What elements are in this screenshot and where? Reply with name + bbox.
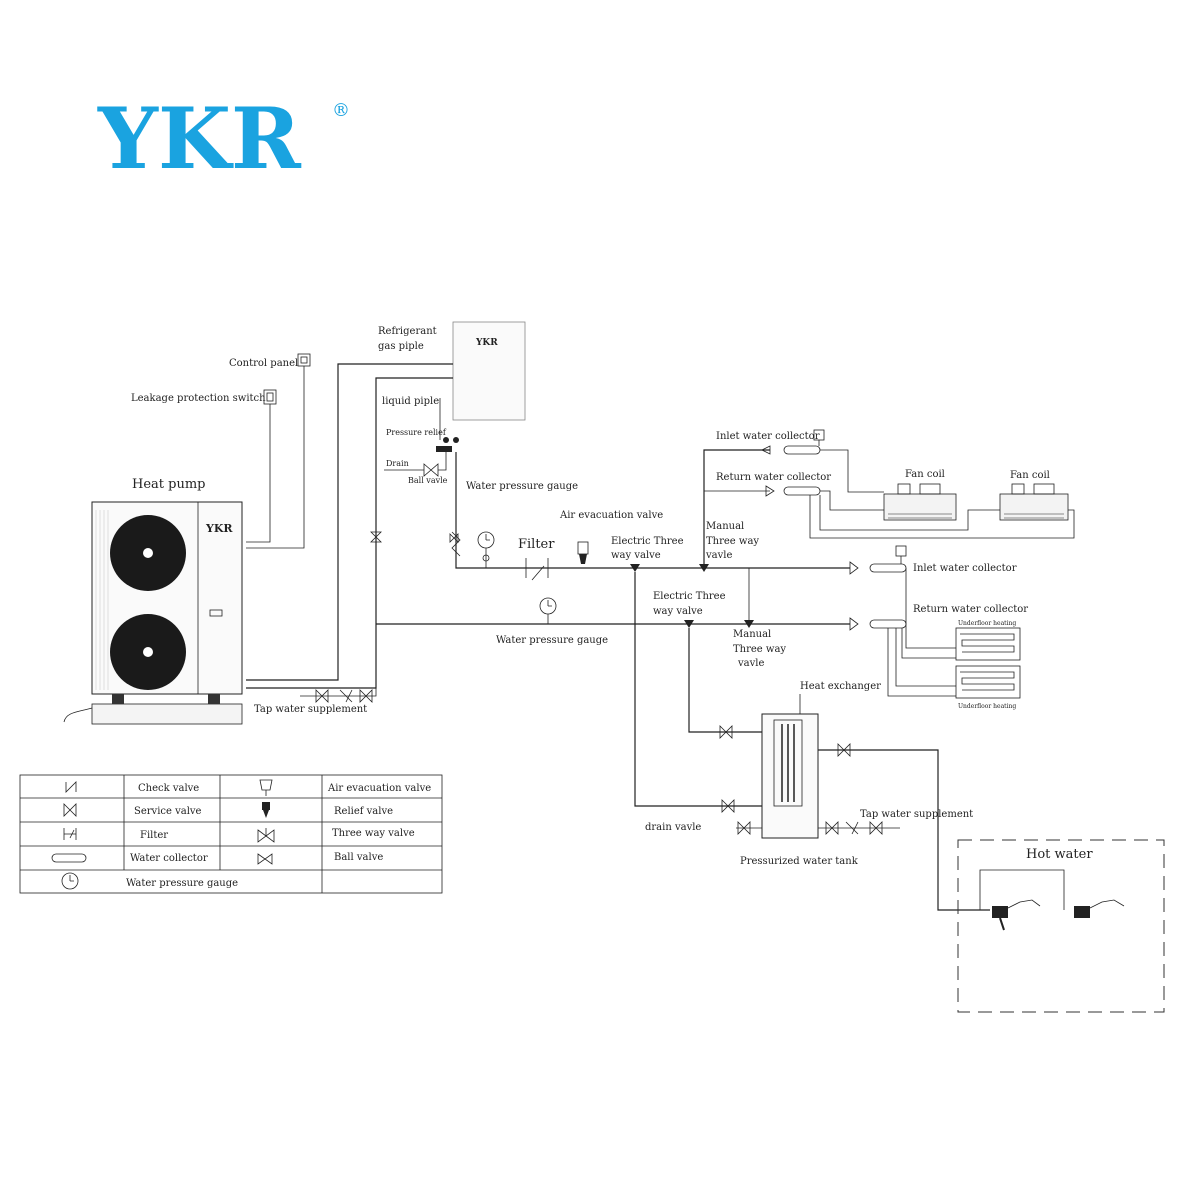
- faucet-1-icon: [992, 899, 1041, 931]
- ball-valve-icon: [257, 853, 273, 865]
- service-valve-1-icon: [451, 531, 461, 557]
- electric-three-way-2-label: Electric Three: [653, 591, 726, 602]
- air-evacuation-valve-icon: [577, 541, 589, 564]
- underfloor-heating-2-label: Underfloor heating: [958, 703, 1016, 710]
- manual-three-way-2-label-3: vavle: [737, 658, 764, 669]
- manual-three-way-2-label: Manual: [733, 629, 771, 640]
- electric-three-way-1-label: Electric Three: [611, 536, 684, 547]
- registered-mark: ®: [332, 100, 350, 121]
- fan-coil-1-label: Fan coil: [905, 469, 945, 480]
- check-valve-icon: [65, 781, 77, 793]
- air-evacuation-valve-label: Air evacuation valve: [559, 510, 663, 521]
- fan-coil-2-label: Fan coil: [1010, 470, 1050, 481]
- ball-valve-label: Ball vavle: [408, 476, 448, 485]
- tap-supplement-valves-left: [315, 689, 373, 703]
- water-pressure-gauge-top-icon: [477, 531, 495, 568]
- return-collector-top-label: Return water collector: [716, 472, 831, 483]
- tap-water-supplement-right-label: Tap water supplement: [860, 809, 973, 820]
- hot-water-zone: [957, 839, 1165, 1013]
- heat-pump-unit: YKR: [63, 501, 243, 725]
- legend-three-way-valve-label: Three way valve: [332, 828, 415, 839]
- return-collector-mid-label: Return water collector: [913, 604, 1028, 615]
- underfloor-heating-1-label: Underfloor heating: [958, 620, 1016, 627]
- water-pressure-gauge-bottom-label: Water pressure gauge: [496, 635, 608, 646]
- drain-valve-icon: [737, 821, 751, 835]
- inlet-collector-top-label: Inlet water collector: [716, 431, 820, 442]
- legend-relief-valve-label: Relief valve: [334, 806, 393, 817]
- refrigerant-gas-label: Refrigerant: [378, 326, 437, 337]
- electric-three-way-1-label-2: way valve: [611, 550, 661, 561]
- legend-water-pressure-gauge-label: Water pressure gauge: [126, 878, 238, 889]
- pressure-relief-label: Pressure relief: [386, 428, 447, 437]
- return-water-collector-top-icon: [783, 486, 821, 496]
- heat-exchanger-label: Heat exchanger: [800, 681, 881, 692]
- inlet-collector-mid-label: Inlet water collector: [913, 563, 1017, 574]
- legend-air-evacuation-label: Air evacuation valve: [327, 783, 431, 794]
- leakage-switch-label: Leakage protection switch: [131, 393, 266, 404]
- hot-water-label: Hot water: [1026, 847, 1093, 862]
- tap-supplement-valves-right: [825, 821, 883, 835]
- water-collector-icon: [51, 853, 87, 863]
- legend-table: Check valve Air evacuation valve Service…: [19, 774, 443, 894]
- legend-check-valve-label: Check valve: [138, 783, 199, 794]
- manual-three-way-1-label-3: vavle: [705, 550, 732, 561]
- air-evacuation-valve-legend-icon: [259, 779, 273, 796]
- electric-three-way-valve-1-icon: [630, 564, 640, 572]
- control-panel-icon: [297, 353, 311, 367]
- manual-three-way-1-label: Manual: [706, 521, 744, 532]
- water-pressure-gauge-icon: [61, 872, 79, 890]
- legend-filter-label: Filter: [140, 830, 168, 841]
- brand-logo: YKR: [97, 89, 302, 188]
- pressurized-tank-label: Pressurized water tank: [740, 856, 859, 867]
- inlet-water-collector-mid-icon: [869, 545, 907, 573]
- ball-valve-drain-icon: [423, 463, 439, 477]
- svg-text:YKR: YKR: [475, 338, 498, 348]
- faucet-2-icon: [1074, 899, 1125, 918]
- manual-three-way-valve-1-icon: [699, 564, 709, 572]
- leakage-switch-icon: [263, 389, 277, 405]
- legend-water-collector-label: Water collector: [130, 853, 208, 864]
- service-valve-2-icon: [370, 531, 382, 543]
- underfloor-heating-1: [955, 627, 1021, 661]
- filter-icon: [525, 558, 549, 581]
- filter-label: Filter: [518, 537, 555, 552]
- refrigerant-gas-label-2: gas piple: [378, 341, 424, 352]
- manual-three-way-1-label-2: Three way: [706, 536, 759, 547]
- drain-valve-label: drain vavle: [645, 822, 701, 833]
- three-way-valve-icon: [257, 828, 275, 843]
- electric-three-way-valve-2-icon: [684, 620, 694, 628]
- water-pressure-gauge-top-label: Water pressure gauge: [466, 481, 578, 492]
- pressurized-water-tank: [761, 713, 819, 839]
- indoor-unit: YKR: [452, 321, 526, 421]
- legend-service-valve-label: Service valve: [134, 806, 202, 817]
- tap-water-supplement-left-label: Tap water supplement: [254, 704, 367, 715]
- return-water-collector-mid-icon: [869, 619, 907, 629]
- control-panel-label: Control panel: [229, 358, 298, 369]
- relief-valve-icon: [262, 802, 270, 818]
- heat-pump-label: Heat pump: [132, 477, 205, 492]
- filter-legend-icon: [63, 828, 77, 840]
- drain-label: Drain: [386, 459, 409, 468]
- manual-three-way-2-label-2: Three way: [733, 644, 786, 655]
- fan-coil-1: [883, 483, 957, 521]
- underfloor-heating-2: [955, 665, 1021, 699]
- electric-three-way-2-label-2: way valve: [653, 606, 703, 617]
- fan-coil-2: [999, 483, 1069, 521]
- service-valve-icon: [63, 803, 77, 817]
- water-pressure-gauge-bottom-icon: [539, 597, 557, 624]
- pressure-relief-valve: [436, 437, 459, 452]
- legend-ball-valve-label: Ball valve: [334, 852, 383, 863]
- liquid-pipe-label: liquid piple: [382, 396, 439, 407]
- unit-logo: YKR: [205, 522, 233, 535]
